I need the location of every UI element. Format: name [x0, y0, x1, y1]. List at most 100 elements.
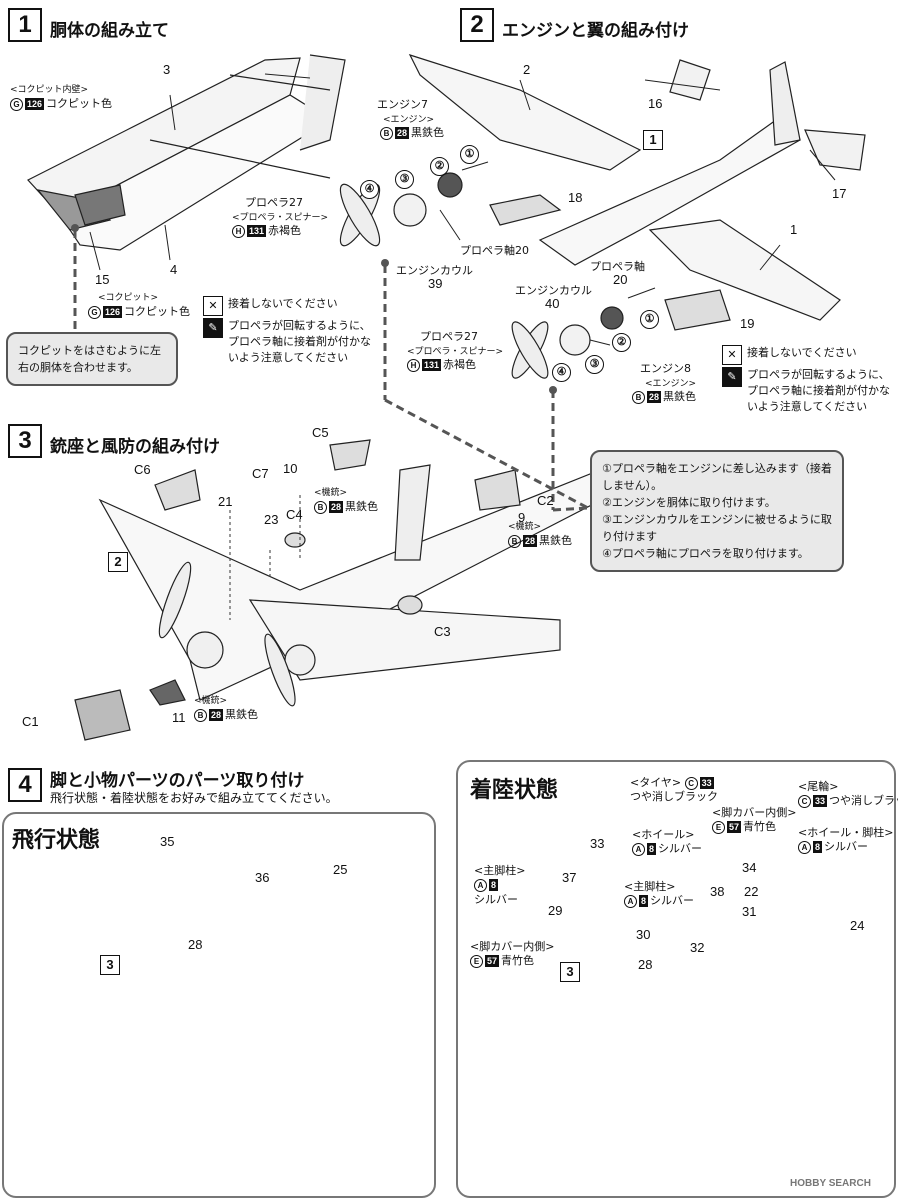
step-circle-1-right: ①: [640, 310, 659, 329]
shaft-20-right-label: プロペラ軸: [590, 260, 645, 273]
part-22-label: 22: [744, 884, 759, 899]
part-35-label: 35: [160, 834, 175, 849]
part-28-landing-label: 28: [638, 957, 653, 972]
part-19-label: 19: [740, 316, 755, 331]
no-glue-icon: ✕: [722, 345, 742, 365]
instruction-4: ④プロペラ軸にプロペラを取り付けます。: [602, 547, 809, 561]
step-2-instructions: ①プロペラ軸をエンジンに差し込みます（接着しません）。 ②エンジンを胴体に取り付…: [590, 450, 844, 573]
part-c4-label: C4: [286, 507, 303, 522]
part-33-label: 33: [590, 836, 605, 851]
part-15-label: 15: [95, 272, 110, 287]
flight-state-panel: [2, 812, 436, 1198]
cowl-40-num: 40: [545, 296, 560, 311]
part-18-label: 18: [568, 190, 583, 205]
part-31-label: 31: [742, 904, 757, 919]
part-c5-label: C5: [312, 425, 329, 440]
part-32-label: 32: [690, 940, 705, 955]
part-16-label: 16: [648, 96, 663, 111]
shaft-20-right-num: 20: [613, 272, 628, 287]
part-3-label: 3: [163, 62, 171, 77]
part-36-label: 36: [255, 870, 270, 885]
propeller-27-label: プロペラ27: [245, 196, 303, 209]
glue-caution-icon: ✎: [722, 367, 742, 387]
part-38-label: 38: [710, 884, 725, 899]
part-c2-label: C2: [537, 493, 554, 508]
cockpit-wall-label: <コクピット内壁>: [10, 85, 89, 95]
part-4-label: 4: [170, 262, 178, 277]
step-circle-4-right: ④: [552, 363, 571, 382]
step-2-number: 2: [460, 8, 494, 42]
step-3-title: 銃座と風防の組み付け: [50, 437, 220, 457]
part-23-label: 23: [264, 512, 279, 527]
landing-state-title: 着陸状態: [470, 778, 559, 803]
step-2-caution-left: ✕接着しないでください ✎プロペラが回転するように、プロペラ軸に接着剤が付かない…: [203, 296, 373, 368]
part-c1-label: C1: [22, 714, 39, 729]
propeller-27-right-sub: <プロペラ・スピナー>: [407, 347, 504, 357]
part-c6-label: C6: [134, 462, 151, 477]
part-24-label: 24: [850, 918, 865, 933]
step-circle-2: ②: [430, 157, 449, 176]
engine-7-label: エンジン7: [377, 98, 428, 111]
part-c3-label: C3: [434, 624, 451, 639]
part-11-label: 11: [172, 710, 186, 725]
step-4-number: 4: [8, 768, 42, 802]
step-1-note: コクピットをはさむように左右の胴体を合わせます。: [6, 332, 178, 387]
step-2-ref-fuselage: 1: [643, 130, 663, 150]
step-4-title: 脚と小物パーツのパーツ取り付け: [50, 771, 305, 791]
step-2-title: エンジンと翼の組み付け: [502, 21, 689, 41]
landing-ref: 3: [560, 962, 580, 982]
step-circle-2-right: ②: [612, 333, 631, 352]
step-3-number: 3: [8, 424, 42, 458]
engine-8-sub: <エンジン>: [645, 379, 697, 389]
part-25-label: 25: [333, 862, 348, 877]
part-34-label: 34: [742, 860, 757, 875]
step-circle-1: ①: [460, 145, 479, 164]
step-3-ref: 2: [108, 552, 128, 572]
cowl-40-label: エンジンカウル: [515, 284, 592, 297]
watermark: HOBBY SEARCH: [790, 1178, 871, 1189]
propeller-27-sub: <プロペラ・スピナー>: [232, 213, 329, 223]
cockpit-label: <コクピット>: [98, 293, 159, 303]
part-28-label: 28: [188, 937, 203, 952]
part-21-label: 21: [218, 494, 233, 509]
part-10-label: 10: [283, 461, 298, 476]
flight-ref: 3: [100, 955, 120, 975]
propeller-27-right-label: プロペラ27: [420, 330, 478, 343]
step-1-title: 胴体の組み立て: [50, 21, 169, 41]
part-9-label: 9: [518, 510, 526, 525]
glue-caution-icon: ✎: [203, 318, 223, 338]
cowl-39-num: 39: [428, 276, 443, 291]
part-17-label: 17: [832, 186, 847, 201]
part-1-label: 1: [790, 222, 798, 237]
instruction-2: ②エンジンを胴体に取り付けます。: [602, 496, 776, 510]
step-circle-4: ④: [360, 180, 379, 199]
no-glue-icon: ✕: [203, 296, 223, 316]
instruction-3: ③エンジンカウルをエンジンに被せるように取り付けます: [602, 513, 832, 544]
part-37-label: 37: [562, 870, 577, 885]
flight-state-title: 飛行状態: [12, 828, 101, 853]
part-c7-label: C7: [252, 466, 269, 481]
engine-8-label: エンジン8: [640, 362, 691, 375]
